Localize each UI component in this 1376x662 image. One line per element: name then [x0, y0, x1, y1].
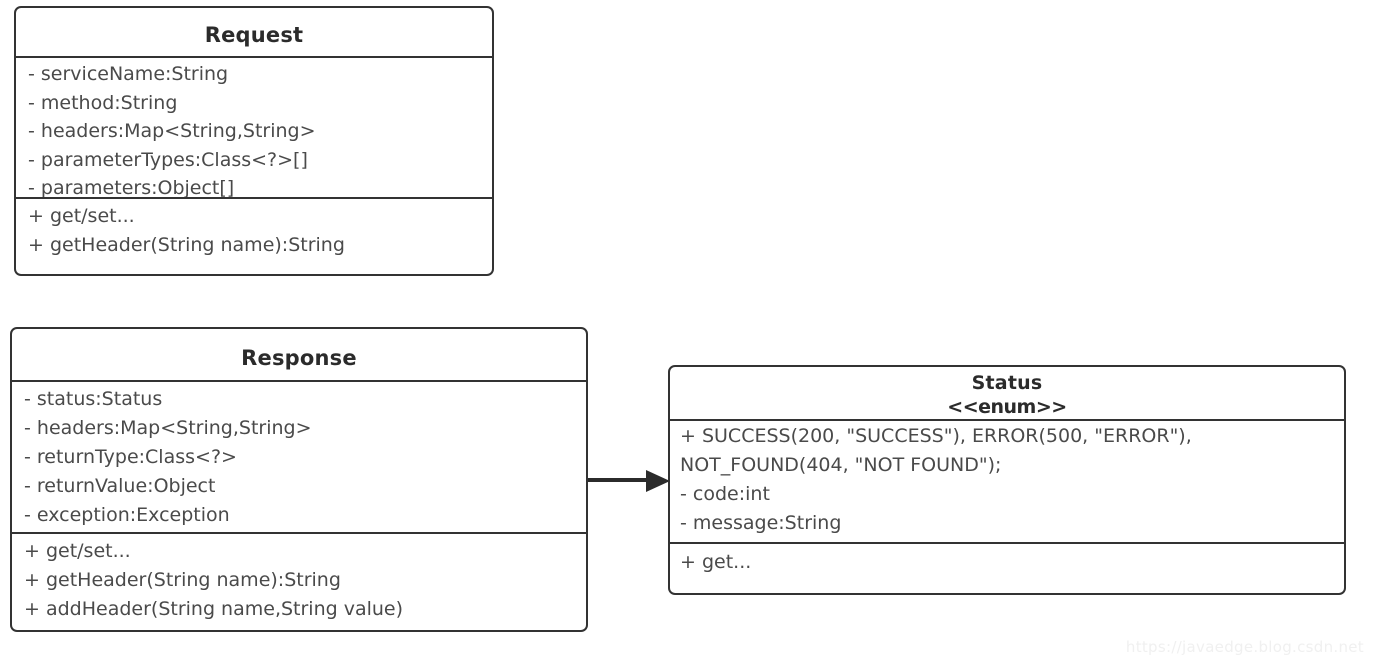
uml-class-response[interactable]: Response - status:Status - headers:Map<S…	[10, 327, 588, 632]
uml-class-request[interactable]: Request - serviceName:String - method:St…	[14, 6, 494, 276]
attribute-row: - returnType:Class<?>	[24, 446, 237, 468]
status-members-compartment: + SUCCESS(200, "SUCCESS"), ERROR(500, "E…	[670, 422, 1344, 538]
association-arrow-response-to-status	[588, 470, 670, 492]
method-row: + get/set...	[24, 540, 131, 562]
method-row: + get...	[680, 551, 752, 573]
status-title-divider	[670, 419, 1344, 421]
response-members-divider	[12, 532, 586, 534]
attribute-row: - parameters:Object[]	[28, 177, 235, 199]
uml-enum-status[interactable]: Status <<enum>> + SUCCESS(200, "SUCCESS"…	[668, 365, 1346, 595]
attribute-row: - exception:Exception	[24, 504, 230, 526]
request-members-divider	[16, 197, 492, 199]
status-methods-compartment: + get...	[670, 548, 1344, 577]
arrow-shaft	[588, 478, 650, 482]
status-members-divider	[670, 542, 1344, 544]
response-attributes-compartment: - status:Status - headers:Map<String,Str…	[12, 385, 586, 530]
request-class-name: Request	[204, 23, 304, 47]
watermark-text: https://javaedge.blog.csdn.net	[1125, 638, 1364, 656]
status-class-name: Status	[971, 372, 1043, 394]
request-attributes-compartment: - serviceName:String - method:String - h…	[16, 60, 492, 203]
method-row: + get/set...	[28, 205, 135, 227]
response-methods-compartment: + get/set... + getHeader(String name):St…	[12, 537, 586, 624]
method-row: + getHeader(String name):String	[28, 233, 345, 256]
status-stereotype: <<enum>>	[947, 396, 1067, 418]
attribute-row: - code:int	[680, 483, 770, 505]
attribute-row: - status:Status	[24, 388, 163, 410]
response-class-title: Response	[12, 329, 586, 380]
method-row: + getHeader(String name):String	[24, 569, 341, 591]
attribute-row: - parameterTypes:Class<?>[]	[28, 148, 308, 171]
attribute-row: - serviceName:String	[28, 63, 229, 85]
enum-constants-row: + SUCCESS(200, "SUCCESS"), ERROR(500, "E…	[680, 425, 1198, 476]
request-class-title: Request	[16, 8, 492, 56]
response-class-name: Response	[241, 345, 357, 370]
arrow-head-icon	[646, 470, 670, 492]
status-class-title: Status <<enum>>	[670, 367, 1344, 419]
attribute-row: - returnValue:Object	[24, 475, 216, 497]
attribute-row: - message:String	[680, 512, 842, 534]
method-row: + addHeader(String name,String value)	[24, 598, 404, 620]
attribute-row: - method:String	[28, 91, 178, 114]
attribute-row: - headers:Map<String,String>	[28, 120, 316, 142]
attribute-row: - headers:Map<String,String>	[24, 417, 312, 439]
request-methods-compartment: + get/set... + getHeader(String name):St…	[16, 202, 492, 259]
request-title-divider	[16, 56, 492, 58]
response-title-divider	[12, 380, 586, 382]
